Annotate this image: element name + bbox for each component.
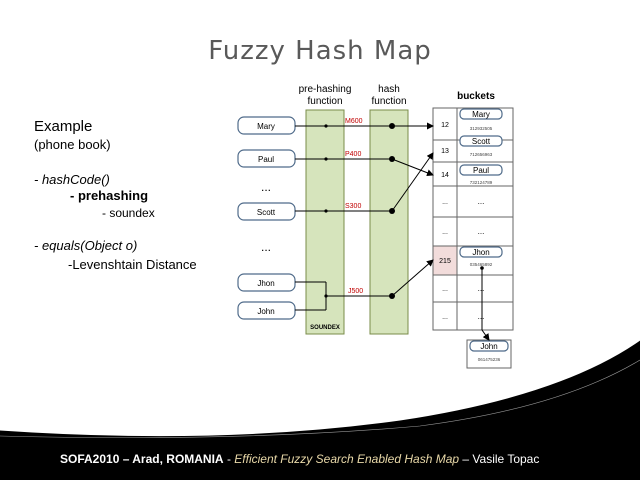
slide-title: Fuzzy Hash Map <box>208 36 432 66</box>
code-m600: M600 <box>345 118 363 125</box>
bucket-ellipsis-2: ... <box>478 227 485 236</box>
hash-header-line1: hash <box>378 84 400 95</box>
prehash-header-line1: pre-hashing <box>299 84 352 95</box>
key-ellipsis-1: ... <box>261 180 271 194</box>
soundex-column-label: SOUNDEX <box>310 325 340 331</box>
levenshtain-item: -Levenshtain Distance <box>68 257 197 272</box>
bucket-name-jhon: Jhon <box>472 248 489 257</box>
footer-conference: SOFA2010 – Arad, ROMANIA <box>60 452 224 466</box>
chain-dot <box>480 266 484 270</box>
phone-book-label: (phone book) <box>34 137 111 152</box>
code-p400: P400 <box>345 151 361 158</box>
bucket-name-box-scott <box>459 135 503 147</box>
hash-function-column <box>369 109 409 335</box>
bucket-number-paul: 732124789 <box>470 180 493 185</box>
index-ellipsis-1: ... <box>442 199 448 206</box>
bucket-number-jhon: 035465892 <box>470 262 493 267</box>
soundex-item: - soundex <box>102 206 155 220</box>
hash-header-line2: function <box>371 96 406 107</box>
index-column <box>432 107 458 331</box>
key-jhon: Jhon <box>257 279 274 288</box>
overflow-name-john: John <box>480 342 497 351</box>
bucket-name-mary: Mary <box>472 110 490 119</box>
bucket-ellipsis-1: ... <box>478 197 485 206</box>
key-john: John <box>257 307 274 316</box>
code-s300: S300 <box>345 203 361 210</box>
key-ellipsis-2: ... <box>261 240 271 254</box>
equals-item: - equals(Object o) <box>34 238 138 253</box>
example-heading: Example <box>34 118 93 135</box>
hash-map-diagram: pre-hashing function hash function bucke… <box>237 84 514 369</box>
footer-paper-title: Efficient Fuzzy Search Enabled Hash Map <box>234 452 460 466</box>
footer-text: SOFA2010 – Arad, ROMANIA - Efficient Fuz… <box>60 452 539 466</box>
bucket-name-box-mary <box>459 108 503 120</box>
bucket-name-box-paul <box>459 164 503 176</box>
prehash-header-line2: function <box>307 96 342 107</box>
bucket-number-scott: 712656963 <box>470 152 493 157</box>
prehashing-item: - prehashing <box>70 188 149 203</box>
index-215: 215 <box>439 258 451 265</box>
mapping-lines <box>295 122 434 311</box>
buckets-header: buckets <box>457 91 495 102</box>
index-ellipsis-3: ... <box>442 286 448 293</box>
highlighted-index-cell <box>432 245 458 276</box>
key-scott: Scott <box>257 208 276 217</box>
bucket-name-scott: Scott <box>472 137 491 146</box>
chain-arrow <box>481 268 490 341</box>
key-mary: Mary <box>257 122 275 131</box>
footer-bar <box>0 438 640 480</box>
footer-dash: - <box>223 452 235 466</box>
index-ellipsis-2: ... <box>442 229 448 236</box>
footer-author: – Vasile Topac <box>459 452 540 466</box>
index-14: 14 <box>441 172 449 179</box>
bucket-name-paul: Paul <box>473 166 489 175</box>
index-13: 13 <box>441 148 449 155</box>
index-ellipsis-4: ... <box>442 314 448 321</box>
bucket-ellipsis-3: ... <box>478 284 485 293</box>
mapping-dots <box>324 123 395 299</box>
overflow-number-john: 061475236 <box>478 357 501 362</box>
bucket-ellipsis-4: ... <box>478 312 485 321</box>
hashcode-item: - hashCode() <box>34 172 110 187</box>
bucket-number-mary: 312932505 <box>470 126 493 131</box>
key-paul: Paul <box>258 155 274 164</box>
index-12: 12 <box>441 122 449 129</box>
overflow-name-box <box>469 340 509 352</box>
bucket-name-box-jhon <box>459 246 503 258</box>
code-j500: J500 <box>348 288 363 295</box>
